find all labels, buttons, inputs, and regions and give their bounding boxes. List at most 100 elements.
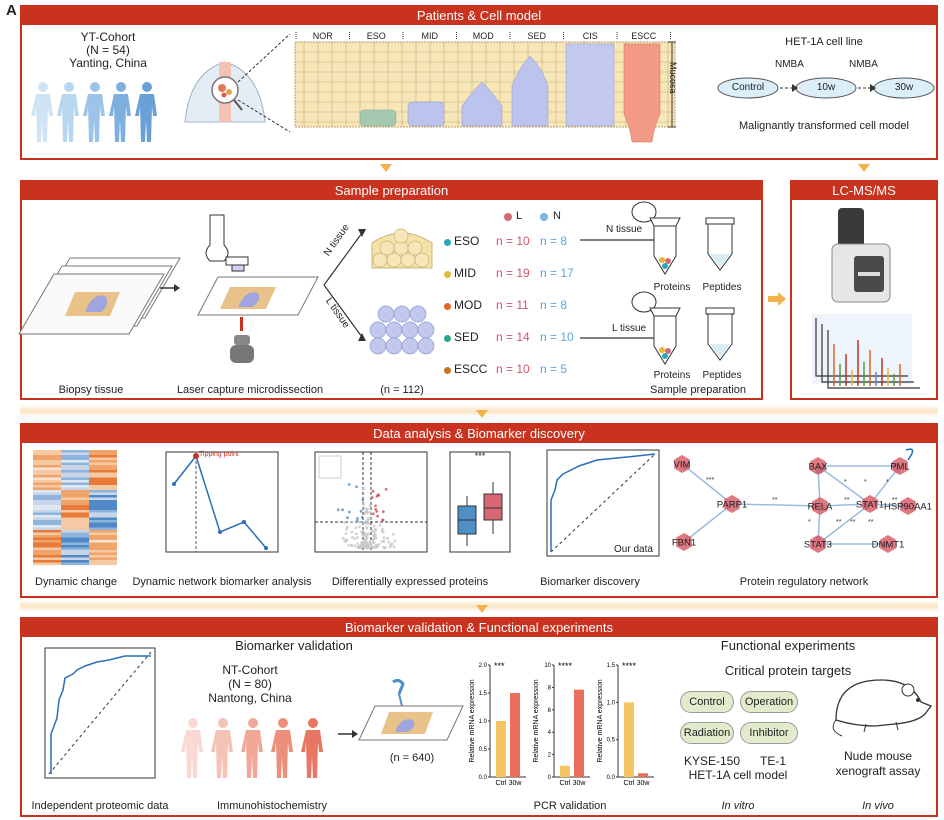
volcano-point [362, 487, 366, 491]
network-edge-parp1-fbn1 [683, 503, 733, 543]
group-l-count-mod: n = 11 [496, 298, 529, 312]
heatmap-cell [33, 477, 61, 481]
dish-30w: 30w [894, 82, 914, 93]
volcano-point [356, 517, 359, 520]
heatmap-cell [89, 532, 117, 536]
volcano-point [386, 536, 389, 540]
sample-total: (n = 112) [380, 384, 424, 396]
heatmap-cell [33, 495, 61, 498]
heatmap-cell [89, 530, 117, 533]
biopsy-slides-icon [18, 257, 181, 335]
legend-n-label: N [553, 210, 561, 222]
heatmap-cell [89, 550, 117, 553]
heatmap-cell [61, 515, 89, 518]
volcano-point [347, 483, 351, 486]
heatmap-cell [89, 552, 117, 556]
chip-radiation: Radiation [680, 722, 734, 744]
patient-figures-icon [31, 82, 157, 142]
volcano-point [374, 527, 377, 531]
heatmap-cell [89, 505, 117, 508]
group-name-mid: MID [454, 266, 476, 280]
volcano-point [347, 543, 350, 547]
volcano-plot [314, 451, 428, 553]
volcano-point [374, 508, 378, 511]
pcr-bar [510, 693, 520, 777]
volcano-point [367, 532, 371, 536]
pcr-ytick: 0 [548, 775, 552, 781]
network-node-label: STAT3 [804, 540, 832, 551]
chip-control: Control [680, 691, 734, 713]
network-edge-stars: ** [892, 497, 898, 504]
volcano-point [343, 521, 347, 524]
heatmap-cell [33, 537, 61, 541]
functional-title: Functional experiments [720, 638, 856, 653]
volcano-point [371, 546, 375, 550]
heatmap-cell [61, 540, 89, 543]
volcano-point [366, 520, 370, 524]
nt-cohort-place: Nantong, China [208, 691, 292, 705]
chip-inhibitor: Inhibitor [740, 722, 798, 744]
lcms-title: LC-MS/MS [792, 182, 936, 200]
volcano-point [376, 514, 380, 518]
network-edge-stat1-pml [869, 465, 901, 505]
volcano-point [336, 508, 340, 512]
heatmap-cell [89, 492, 117, 496]
esophagus-tissue-icon [184, 33, 291, 133]
heatmap-cell [89, 500, 117, 503]
pcr-ytick: 0.0 [607, 775, 616, 781]
network-node-stat1 [862, 495, 878, 513]
dish-10w: 10w [816, 82, 836, 93]
volcano-point [372, 530, 376, 534]
heatmap-cell [61, 557, 89, 561]
volcano-point [364, 538, 367, 542]
network-node-label: HSP90AA1 [884, 502, 932, 513]
network-edge-stat1-bax [817, 465, 871, 505]
heatmap-cell [61, 562, 89, 566]
heatmap-cell [89, 507, 117, 511]
heatmap-cell [61, 537, 89, 541]
volcano-point [366, 511, 369, 515]
heatmap-cell [61, 462, 89, 466]
heatmap-cell [33, 505, 61, 508]
group-l-count-mid: n = 19 [496, 266, 530, 280]
volcano-point [348, 510, 351, 514]
heatmap-cell [33, 510, 61, 513]
network-node-vim [674, 455, 690, 473]
pcr-ylabel: Relative mRNA expression [597, 679, 604, 762]
heatmap-cell [61, 450, 89, 453]
heatmap-cell [61, 455, 89, 458]
heatmap-cell [61, 512, 89, 516]
volcano-point [372, 540, 376, 544]
pcr-ylabel: Relative mRNA expression [533, 679, 540, 762]
cell-line-title: HET-1A cell line [785, 36, 863, 48]
network-node-label: VIM [674, 460, 691, 471]
volcano-point [382, 545, 385, 549]
volcano-point [384, 487, 388, 491]
heatmap-cell [61, 505, 89, 508]
heatmap-cell [61, 530, 89, 533]
heatmap-cell [61, 487, 89, 491]
network-edge-stars: ** [836, 519, 842, 526]
volcano-point [368, 511, 372, 514]
stage-label-mod: MOD [472, 31, 494, 41]
volcano-point [372, 524, 376, 528]
group-dot-sed [444, 335, 451, 342]
group-name-eso: ESO [454, 234, 480, 248]
volcano-point [371, 512, 375, 516]
volcano-point [355, 485, 358, 489]
arrow-down-3 [476, 410, 488, 418]
heatmap-cell [61, 520, 89, 523]
network-edge-stars: *** [706, 477, 714, 484]
heatmap-cell [89, 555, 117, 558]
mucosa-label: Mucosa [668, 62, 678, 94]
arrow-down-4 [476, 605, 488, 613]
n-tissue-arrow-label: N tissue [606, 224, 643, 235]
l-tissue-arrow-label: L tissue [612, 323, 647, 334]
pcr-ytick: 2 [548, 753, 552, 759]
biomarker-validation-subtitle: Biomarker validation [235, 638, 353, 653]
cell-dishes [717, 77, 935, 99]
heatmap-cell [89, 515, 117, 518]
chip-operation: Operation [740, 691, 798, 713]
